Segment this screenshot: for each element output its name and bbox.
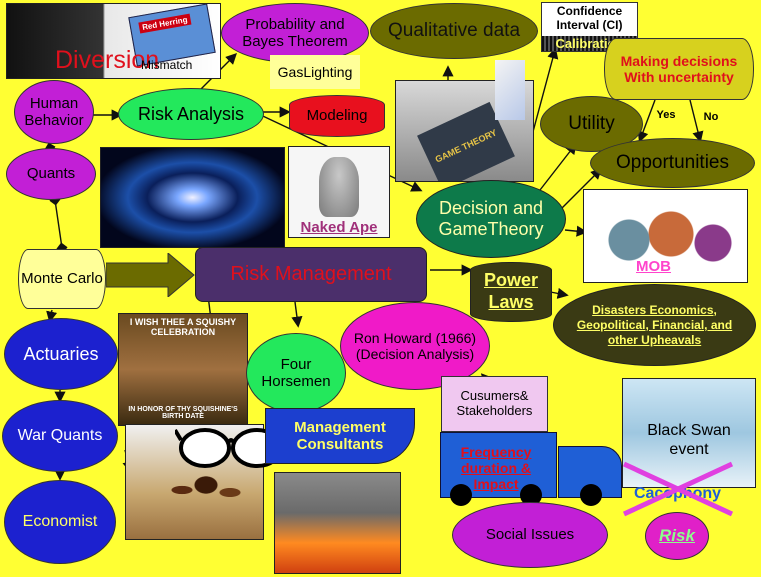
node-opportunities[interactable]: Opportunities — [590, 138, 755, 188]
node-risk[interactable]: Risk — [645, 512, 709, 560]
label-no: No — [703, 110, 719, 123]
power-laws-label: Power Laws — [483, 270, 539, 312]
node-risk-analysis[interactable]: Risk Analysis — [118, 88, 264, 140]
node-four-horsemen[interactable]: Four Horsemen — [246, 333, 346, 413]
node-frequency-impact[interactable]: Frequency duration & Impact — [460, 443, 532, 493]
mob-monsters — [594, 210, 734, 270]
risk-label: Risk — [659, 526, 695, 546]
thinker-figure — [319, 157, 359, 217]
truck-wheel-2 — [520, 484, 542, 506]
diversion-subtitle: Mismatch — [141, 58, 193, 72]
node-management-consultants[interactable]: Management Consultants — [265, 408, 415, 464]
red-herring-label: Red Herring — [138, 13, 192, 34]
diversion-title: Diversion — [55, 46, 160, 74]
node-monte-carlo[interactable]: Monte Carlo — [18, 249, 106, 309]
node-power-laws[interactable]: Power Laws — [470, 262, 552, 322]
node-human-behavior[interactable]: Human Behavior — [14, 80, 94, 144]
node-economist[interactable]: Economist — [4, 480, 116, 564]
node-quants[interactable]: Quants — [6, 148, 96, 200]
cacophony-cross-icon — [622, 461, 734, 517]
truck-wheel-3 — [580, 484, 602, 506]
mob-label[interactable]: MOB — [636, 258, 671, 275]
truck-wheel-1 — [450, 484, 472, 506]
diversion-image: Red Herring Diversion Mismatch — [6, 3, 221, 79]
node-war-quants[interactable]: War Quants — [2, 400, 118, 472]
meme-top-text: I WISH THEE A SQUISHY CELEBRATION — [129, 317, 237, 337]
confidence-interval-label: Confidence Interval (CI) — [556, 4, 623, 32]
roulette-image — [100, 147, 285, 248]
label-yes: Yes — [656, 108, 676, 121]
node-qualitative-data[interactable]: Qualitative data — [370, 3, 538, 59]
node-ron-howard[interactable]: Ron Howard (1966) (Decision Analysis) — [340, 302, 490, 390]
chart-icon — [495, 60, 525, 120]
disasters-label: Disasters Economics, Geopolitical, Finan… — [576, 302, 733, 347]
arrow-to-risk-management — [106, 253, 195, 297]
node-probability-bayes[interactable]: Probability and Bayes Theorem — [221, 3, 369, 63]
horses — [166, 465, 246, 515]
node-naked-ape[interactable]: Naked Ape — [300, 219, 378, 237]
thinker-image — [288, 146, 390, 238]
node-social-issues[interactable]: Social Issues — [452, 502, 608, 568]
mob-image: MOB — [583, 189, 748, 283]
riot-image — [274, 472, 401, 574]
black-swan-label[interactable]: Black Swan event — [647, 422, 731, 459]
meme-bottom-text: IN HONOR OF THY SQUISHINE'S BIRTH DATE — [128, 405, 238, 421]
node-disasters[interactable]: Disasters Economics, Geopolitical, Finan… — [553, 284, 756, 366]
truck-illustration — [440, 432, 630, 507]
node-risk-management[interactable]: Risk Management — [195, 247, 427, 302]
black-swan-image: Black Swan event — [622, 378, 756, 488]
node-actuaries[interactable]: Actuaries — [4, 318, 118, 390]
node-gaslighting[interactable]: GasLighting — [270, 55, 360, 89]
node-making-decisions[interactable]: Making decisions With uncertainty — [604, 38, 754, 100]
meme-image: I WISH THEE A SQUISHY CELEBRATION IN HON… — [118, 313, 248, 426]
game-theory-book-title: GAME THEORY — [433, 127, 499, 165]
node-decision-game-theory[interactable]: Decision and GameTheory — [416, 180, 566, 258]
node-modeling[interactable]: Modeling — [289, 95, 385, 137]
node-consumers[interactable]: Cusumers& Stakeholders — [441, 376, 548, 432]
